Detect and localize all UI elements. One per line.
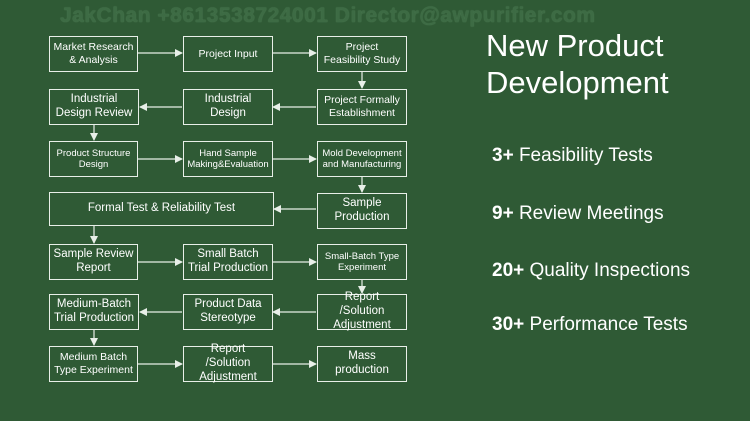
step-report-solution-1: Report /Solution Adjustment (317, 291, 407, 331)
step-product-structure: Product Structure Design (49, 141, 138, 177)
step-small-batch-trial: Small Batch Trial Production (183, 244, 273, 280)
step-project-feasibility: Project Feasibility Study (317, 36, 407, 72)
step-industrial-design-review: Industrial Design Review (49, 89, 139, 125)
stat-label: Performance Tests (529, 314, 688, 335)
stat-feasibility: 3+ Feasibility Tests (492, 145, 653, 167)
stat-number: 9+ (492, 203, 514, 224)
step-mass-production: Mass production (317, 346, 407, 382)
title-line-2: Development (486, 65, 669, 100)
step-sample-review: Sample Review Report (49, 244, 138, 280)
step-market-research: Market Research & Analysis (49, 36, 138, 72)
step-medium-batch-trial: Medium-Batch Trial Production (49, 294, 139, 330)
step-formal-test: Formal Test & Reliability Test (49, 192, 274, 226)
step-medium-batch-experiment: Medium Batch Type Experiment (49, 346, 138, 382)
watermark: JakChan +8613538724001 Director@awpurifi… (60, 4, 596, 27)
step-industrial-design: Industrial Design (183, 89, 273, 125)
step-report-solution-2: Report /Solution Adjustment (183, 343, 273, 383)
step-small-batch-experiment: Small-Batch Type Experiment (317, 244, 407, 280)
stat-number: 3+ (492, 145, 514, 166)
stat-performance-tests: 30+ Performance Tests (492, 314, 688, 336)
stat-number: 30+ (492, 314, 525, 335)
step-product-data: Product Data Stereotype (183, 294, 273, 330)
title-line-1: New Product (486, 28, 664, 63)
step-mold-development: Mold Development and Manufacturing (317, 141, 407, 177)
stat-label: Feasibility Tests (518, 145, 653, 166)
stat-quality-inspections: 20+ Quality Inspections (492, 260, 690, 282)
stat-label: Quality Inspections (529, 260, 691, 281)
page-title: New Product Development (486, 27, 669, 101)
step-sample-production: Sample Production (317, 193, 407, 229)
step-project-input: Project Input (183, 36, 273, 72)
step-hand-sample: Hand Sample Making&Evaluation (183, 141, 273, 177)
stat-review-meetings: 9+ Review Meetings (492, 203, 664, 225)
stat-number: 20+ (492, 260, 525, 281)
stat-label: Review Meetings (518, 203, 664, 224)
step-project-establishment: Project Formally Establishment (317, 89, 407, 125)
